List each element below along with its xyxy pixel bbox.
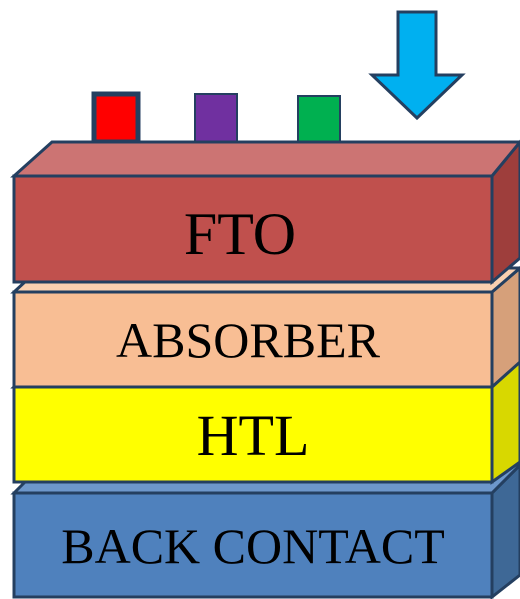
layer-fto: FTO <box>10 139 520 286</box>
light-arrow-icon <box>368 10 466 121</box>
layer-fto-label: FTO <box>184 201 296 267</box>
layer-back-contact-front <box>12 491 494 599</box>
layer-absorber-label: ABSORBER <box>116 312 381 368</box>
layer-back-contact: BACK CONTACT <box>10 462 520 599</box>
layer-back-contact-label: BACK CONTACT <box>61 518 445 574</box>
layer-fto-front <box>12 174 494 284</box>
electrode-green <box>297 95 341 143</box>
electrode-purple <box>194 93 238 143</box>
layer-fto-top <box>10 140 520 178</box>
layer-absorber: ABSORBER <box>10 266 520 391</box>
layer-absorber-front <box>12 290 494 389</box>
layer-htl-label: HTL <box>197 403 310 468</box>
electrode-red <box>91 91 141 145</box>
